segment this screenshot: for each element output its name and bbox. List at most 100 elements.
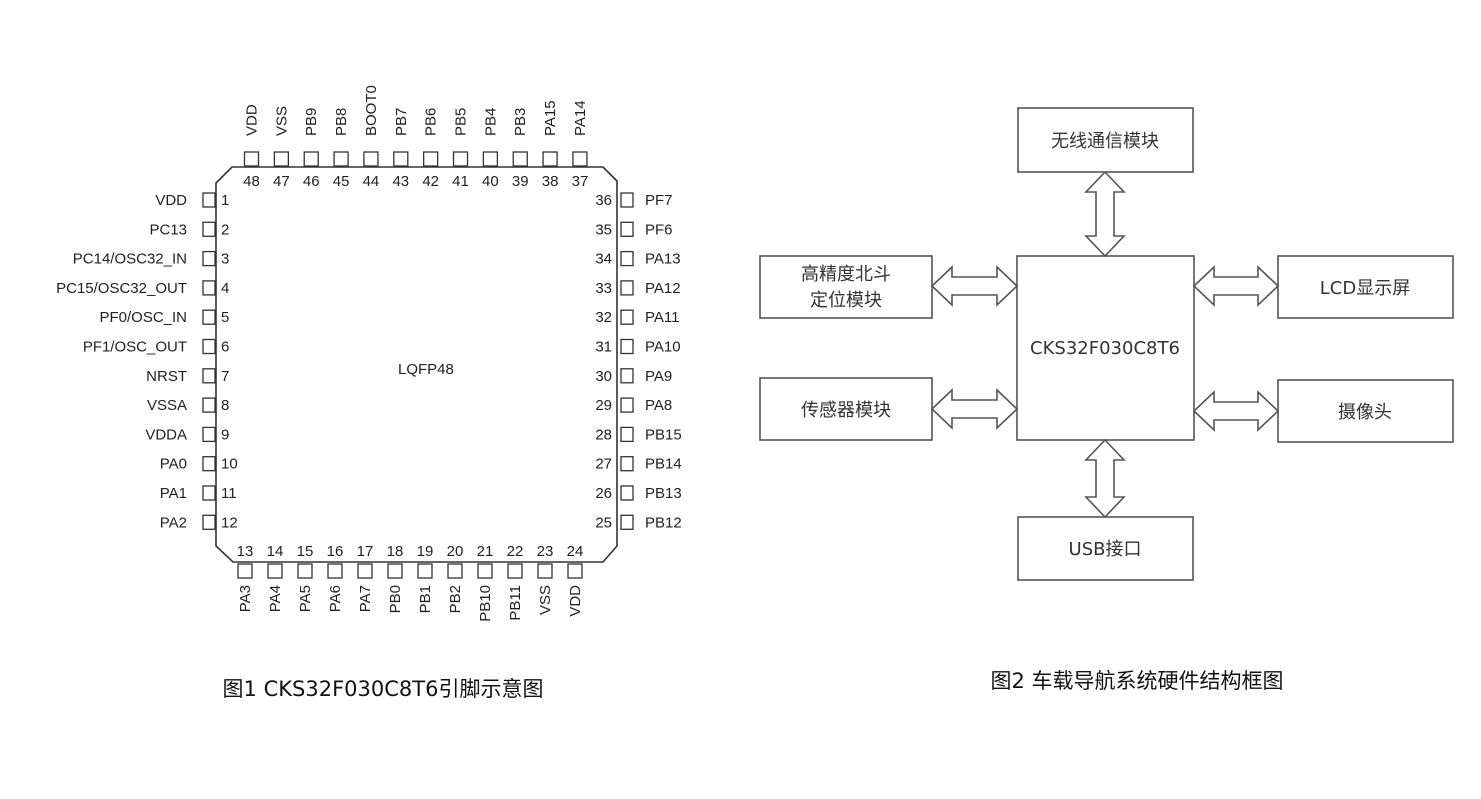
- pin-number: 43: [392, 173, 409, 190]
- pin-name: PB14: [645, 456, 682, 473]
- pin-pad: [537, 563, 553, 579]
- sensor-module-label: 传感器模块: [801, 400, 891, 421]
- pin-name: BOOT0: [363, 85, 380, 136]
- pin-number: 42: [422, 173, 439, 190]
- pin-name: PA15: [542, 100, 559, 136]
- pin-name: PB10: [477, 585, 494, 622]
- pin-pad: [477, 563, 493, 579]
- chip-body: [215, 166, 618, 563]
- pin-number: 27: [595, 456, 612, 473]
- pin-number: 5: [221, 309, 229, 326]
- pin-pad: [202, 221, 216, 237]
- pin-name: PF7: [645, 192, 673, 209]
- pin-pad: [620, 280, 634, 296]
- pin-name: VDD: [155, 192, 187, 209]
- pin-pad: [202, 338, 216, 355]
- pin-name: PB12: [645, 514, 682, 531]
- pin-name: PA0: [160, 456, 187, 473]
- pin-number: 46: [303, 173, 320, 190]
- bidirectional-arrow: [1084, 170, 1126, 258]
- pin-number: 20: [447, 543, 464, 560]
- pin-pad: [482, 151, 499, 167]
- pin-name: PA4: [267, 585, 284, 612]
- pin-pad: [620, 338, 634, 355]
- pin-number: 12: [221, 514, 238, 531]
- pin-name: PB1: [417, 585, 434, 613]
- pin-pad: [452, 151, 469, 167]
- pin-number: 31: [595, 339, 612, 356]
- pin-name: PA2: [160, 514, 187, 531]
- lcd-label: LCD显示屏: [1320, 278, 1410, 299]
- pin-pad: [620, 221, 634, 237]
- pin-number: 10: [221, 456, 238, 473]
- pin-pad: [303, 151, 319, 167]
- pin-number: 2: [221, 221, 229, 238]
- pin-name: PB9: [303, 108, 320, 136]
- pin-pad: [567, 563, 583, 579]
- pin-number: 48: [243, 173, 260, 190]
- pin-pad: [202, 368, 216, 384]
- pin-pad: [267, 563, 283, 579]
- pin-pad: [363, 151, 379, 167]
- mcu-label: CKS32F030C8T6: [1030, 338, 1180, 359]
- pin-name: PB11: [507, 585, 524, 621]
- pin-number: 33: [595, 280, 612, 297]
- pin-name: NRST: [146, 368, 187, 385]
- pin-name: PA12: [645, 280, 681, 297]
- pin-name: VDD: [244, 104, 261, 136]
- block-labels: 无线通信模块 CKS32F030C8T6 高精度北斗 定位模块 传感器模块 LC…: [801, 131, 1410, 693]
- pin-name: VSS: [273, 106, 290, 136]
- pin-name: PB7: [393, 108, 410, 136]
- pin-number: 41: [452, 173, 469, 190]
- pin-pad: [273, 151, 290, 167]
- bidirectional-arrow: [1084, 438, 1126, 519]
- pin-name: PB8: [333, 108, 350, 136]
- pin-number: 11: [221, 485, 237, 502]
- pin-number: 6: [221, 339, 229, 356]
- pin-name: PA10: [645, 339, 681, 356]
- pin-name: PB13: [645, 485, 682, 502]
- pin-number: 47: [273, 173, 290, 190]
- pin-pad: [297, 563, 313, 579]
- block-diagram: [759, 107, 1454, 581]
- pin-number: 37: [572, 173, 589, 190]
- pin-pad: [572, 151, 588, 167]
- camera-label: 摄像头: [1338, 402, 1392, 423]
- pin-pad: [620, 192, 634, 208]
- figure1-caption: 图1 CKS32F030C8T6引脚示意图: [223, 677, 544, 701]
- pin-name: VSS: [537, 585, 554, 615]
- pin-pad: [333, 151, 349, 167]
- pin-pad: [327, 563, 343, 579]
- pin-pad: [620, 485, 634, 501]
- pin-name: PA14: [572, 100, 589, 136]
- bidirectional-arrow: [1192, 390, 1280, 432]
- camera-box: [1277, 379, 1454, 443]
- pin-pad: [620, 426, 634, 443]
- pin-name: PB3: [512, 108, 529, 136]
- pin-pad: [202, 250, 216, 267]
- beidou-module-box: [759, 255, 933, 319]
- pin-name: PA1: [160, 485, 187, 502]
- pin-number: 8: [221, 397, 229, 414]
- pin-pad: [620, 514, 634, 530]
- pin-number: 15: [297, 543, 314, 560]
- pin-pad: [447, 563, 463, 579]
- pin-number: 32: [595, 309, 612, 326]
- pin-number: 23: [537, 543, 554, 560]
- pin-number: 16: [327, 543, 344, 560]
- pin-number: 13: [237, 543, 254, 560]
- pin-name: PF0/OSC_IN: [99, 309, 187, 326]
- pin-name: PB15: [645, 426, 682, 443]
- pin-name: PF1/OSC_OUT: [83, 339, 187, 356]
- pin-number: 21: [477, 543, 494, 560]
- pin-name: PA7: [357, 585, 374, 612]
- pin-number: 28: [595, 426, 612, 443]
- pin-pad: [202, 514, 216, 530]
- bidirectional-arrow: [930, 265, 1019, 307]
- pin-number: 36: [595, 192, 612, 209]
- pin-name: PB2: [447, 585, 464, 613]
- figure2-caption: 图2 车载导航系统硬件结构框图: [990, 669, 1283, 693]
- pin-number: 35: [595, 221, 612, 238]
